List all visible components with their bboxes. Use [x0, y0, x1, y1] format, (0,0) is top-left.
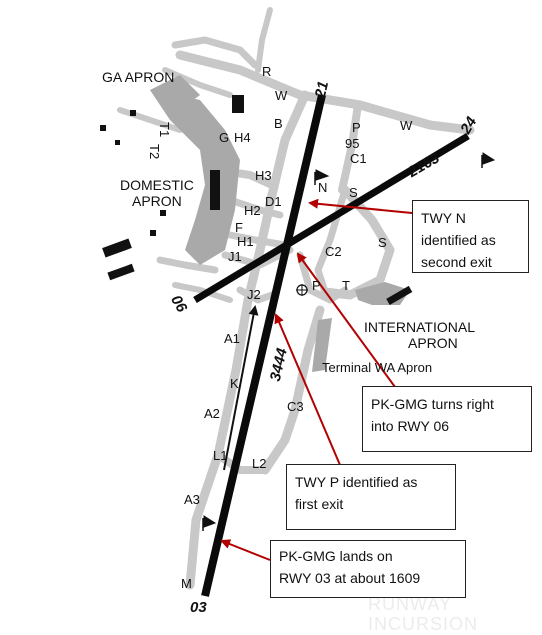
terminal-wa-apron-area [312, 318, 332, 372]
windsock-icon [481, 152, 496, 168]
runway-03-label: 03 [190, 599, 207, 616]
runway-21-label: 21 [312, 80, 333, 101]
taxiway-label-h4: H4 [234, 130, 251, 145]
taxiway-label-95: 95 [345, 136, 359, 151]
ga-apron-label: GA APRON [102, 69, 174, 85]
buildings [100, 95, 413, 305]
taxiway-label-a2: A2 [204, 406, 220, 421]
taxiway-label-c2: C2 [325, 244, 342, 259]
windsock-icon [314, 169, 330, 185]
taxiway-labels: R W W B P 95 C1 G H4 H3 N S D1 H2 F H1 J… [147, 64, 413, 591]
taxiway-label-l1: L1 [213, 448, 227, 463]
windsock-icon [202, 515, 217, 531]
taxiway-label-h1: H1 [237, 234, 254, 249]
beacon-icon [296, 284, 308, 296]
callout-twy-n-second-exit: TWY N identified as second exit [412, 200, 529, 273]
watermark-line-1: RUNWAY [368, 594, 452, 614]
callout-arrow-turns-right [296, 252, 396, 388]
taxiway-label-c3: C3 [287, 399, 304, 414]
taxiway-label-f: F [235, 220, 243, 235]
taxiway-label-g: G [219, 130, 229, 145]
ga-apron-area [150, 75, 200, 110]
taxiway-label-w: W [400, 118, 413, 133]
taxiway-label-j2: J2 [247, 287, 261, 302]
runway-length-3444: 3444 [267, 346, 291, 383]
taxiway-label-r: R [262, 64, 271, 79]
taxiway-label-d1: D1 [265, 194, 282, 209]
domestic-apron-label-2: APRON [132, 193, 182, 209]
terminal-wa-apron-label: Terminal WA Apron [322, 360, 432, 375]
callout-arrow-lands [220, 539, 271, 561]
callout-lands-rwy-03: PK-GMG lands on RWY 03 at about 1609 [270, 540, 466, 598]
taxiway-label-k: K [230, 376, 239, 391]
taxiway-label-t1: T1 [157, 122, 172, 137]
international-apron-label-1: INTERNATIONAL [364, 319, 475, 335]
watermark: RUNWAY INCURSION [368, 594, 478, 634]
taxiway-label-t: T [342, 278, 350, 293]
callout-arrow-twy-p [274, 313, 341, 466]
taxiway-label-h3: H3 [255, 168, 272, 183]
runway-24-label: 24 [457, 113, 481, 137]
callout-arrow-twy-n [308, 198, 413, 214]
taxiway-label-p: P [352, 120, 361, 135]
taxiway-label-w: W [275, 88, 288, 103]
taxiway-label-s: S [378, 235, 387, 250]
runway-06-24 [193, 132, 470, 304]
taxiway-label-c1: C1 [350, 151, 367, 166]
taxiway-label-a1: A1 [224, 331, 240, 346]
runway-03-21 [201, 94, 326, 597]
domestic-apron-area [150, 90, 240, 265]
apron-labels: GA APRON DOMESTIC APRON INTERNATIONAL AP… [102, 69, 475, 375]
runway-06-label: 06 [167, 292, 190, 316]
taxiway-label-s: S [349, 185, 358, 200]
taxiway-label-h2: H2 [244, 203, 261, 218]
wind-indicator-icons [202, 152, 496, 531]
taxiway-label-j1: J1 [228, 249, 242, 264]
callout-arrows [220, 198, 413, 561]
runways [193, 94, 470, 597]
taxiway-label-n: N [318, 180, 327, 195]
taxiway-label-a3: A3 [184, 492, 200, 507]
callout-twy-p-first-exit: TWY P identified as first exit [286, 464, 456, 530]
taxiway-label-p: P [312, 278, 321, 293]
callout-turns-right-rwy-06: PK-GMG turns right into RWY 06 [362, 386, 532, 452]
taxiway-label-b: B [274, 116, 283, 131]
aircraft-track-arrow [223, 305, 259, 471]
taxiway-label-m: M [181, 576, 192, 591]
watermark-line-2: INCURSION [368, 614, 478, 634]
aprons [150, 75, 410, 372]
taxiway-label-t2: T2 [147, 144, 162, 159]
international-apron-label-2: APRON [408, 335, 458, 351]
domestic-apron-label-1: DOMESTIC [120, 177, 194, 193]
taxiway-label-l2: L2 [252, 456, 266, 471]
